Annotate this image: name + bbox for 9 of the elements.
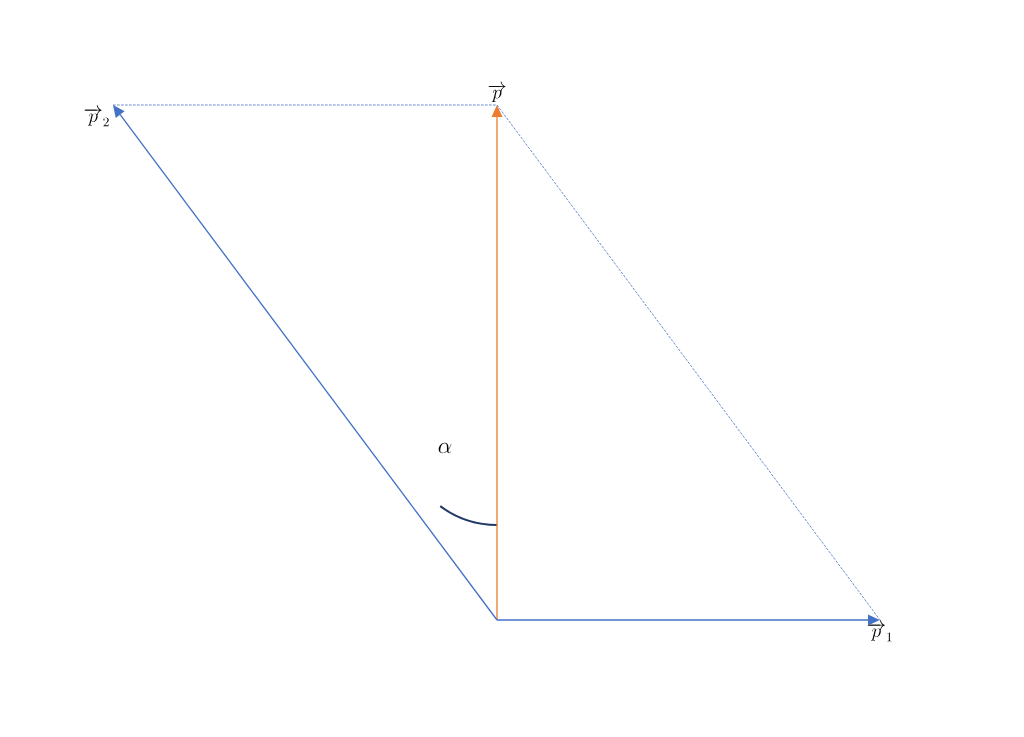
vector-arrow — [113, 105, 498, 621]
dashed-line — [496, 104, 881, 621]
vector-label: $\overrightarrow{p}$ — [488, 81, 506, 103]
vector-label: $\overrightarrow{p}_1$ — [867, 620, 892, 642]
vector-arrow — [496, 614, 880, 626]
dashed-line — [112, 104, 498, 106]
vector-label: $\overrightarrow{p}_2$ — [84, 105, 109, 127]
vector-arrow — [491, 105, 503, 621]
angle-label: $\alpha$ — [438, 442, 452, 454]
